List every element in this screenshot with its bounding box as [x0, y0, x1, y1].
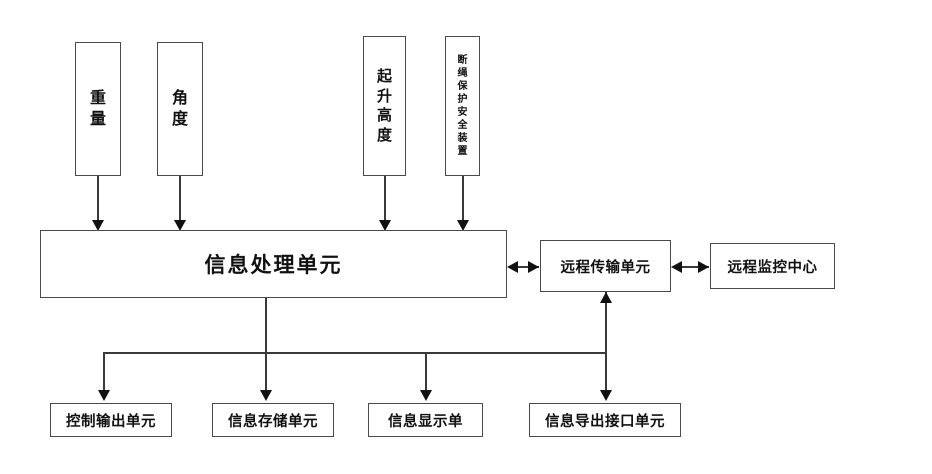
arrowhead-bus-to-control-output: [98, 390, 110, 401]
sensor-label-height-char-3: 度: [376, 125, 392, 144]
connector-bus-to-export-interface: [605, 352, 607, 394]
connector-bus-to-info-storage: [265, 352, 267, 394]
connector-distribution-bus: [103, 352, 606, 354]
connector-transmission-to-monitor: [673, 266, 709, 268]
connector-angle-to-processing: [179, 176, 181, 224]
sensor-box-weight[interactable]: 重 量: [75, 42, 121, 176]
arrowhead-bus-to-export-interface: [600, 390, 612, 401]
remote-transmission-unit-box[interactable]: 远程传输单元: [540, 240, 671, 292]
output-label-control-output-unit: 控制输出单元: [66, 413, 156, 430]
output-box-export-interface-unit[interactable]: 信息导出接口单元: [529, 403, 681, 437]
sensor-label-weight-char-1: 量: [89, 109, 106, 128]
sensor-label-rope-char-2: 保: [457, 81, 468, 92]
sensor-box-rope-protection-device[interactable]: 断 绳 保 护 安 全 装 置: [445, 36, 480, 176]
connector-bus-to-control-output: [103, 352, 105, 394]
sensor-label-rope-char-4: 安: [457, 107, 468, 118]
arrowhead-height-to-processing: [379, 220, 391, 231]
processing-unit-label: 信息处理单元: [204, 253, 343, 277]
sensor-label-height-char-0: 起: [376, 67, 392, 85]
output-box-info-storage-unit[interactable]: 信息存储单元: [212, 403, 334, 437]
sensor-label-rope-char-7: 置: [457, 146, 468, 157]
arrowhead-processing-to-transmission: [528, 261, 539, 273]
sensor-label-rope-char-0: 断: [457, 55, 468, 66]
connector-processing-bus-drop: [265, 298, 267, 353]
sensor-label-rope-char-3: 护: [457, 94, 468, 105]
sensor-label-height-char-2: 高: [376, 106, 392, 124]
remote-transmission-unit-label: 远程传输单元: [560, 259, 651, 276]
connector-rope-to-processing: [462, 176, 464, 224]
sensor-label-rope-char-5: 全: [457, 120, 468, 131]
connector-weight-to-processing: [97, 176, 99, 224]
arrowhead-bus-to-info-storage: [260, 390, 272, 401]
output-label-info-storage-unit: 信息存储单元: [228, 413, 318, 430]
connector-export-to-transmission: [605, 292, 607, 354]
arrowhead-transmission-to-monitor: [698, 261, 709, 273]
remote-monitor-center-box[interactable]: 远程监控中心: [710, 243, 835, 289]
connector-processing-to-transmission: [509, 266, 539, 268]
arrowhead-weight-to-processing: [92, 220, 104, 231]
arrowhead-export-to-transmission: [600, 292, 612, 303]
output-label-info-display-unit: 信息显示单: [388, 413, 463, 430]
connector-height-to-processing: [384, 176, 386, 224]
processing-unit-box[interactable]: 信息处理单元: [40, 230, 507, 298]
remote-monitor-center-label: 远程监控中心: [727, 259, 818, 276]
sensor-label-rope-char-1: 绳: [457, 68, 468, 79]
arrowhead-rope-to-processing: [457, 220, 469, 231]
sensor-label-angle-char-0: 角: [171, 88, 188, 108]
sensor-label-weight-char-0: 重: [89, 88, 106, 108]
arrowhead-transmission-to-processing: [507, 261, 518, 273]
sensor-box-angle[interactable]: 角 度: [157, 42, 203, 176]
sensor-label-rope-char-6: 装: [457, 133, 468, 144]
output-label-export-interface-unit: 信息导出接口单元: [545, 413, 665, 430]
arrowhead-bus-to-info-display: [420, 390, 432, 401]
arrowhead-angle-to-processing: [174, 220, 186, 231]
sensor-label-angle-char-1: 度: [171, 109, 188, 128]
output-box-info-display-unit[interactable]: 信息显示单: [368, 403, 483, 437]
output-box-control-output-unit[interactable]: 控制输出单元: [50, 403, 172, 437]
arrowhead-monitor-to-transmission: [671, 261, 682, 273]
sensor-label-height-char-1: 升: [376, 86, 392, 105]
connector-bus-to-info-display: [425, 352, 427, 394]
sensor-box-lifting-height[interactable]: 起 升 高 度: [363, 36, 406, 176]
